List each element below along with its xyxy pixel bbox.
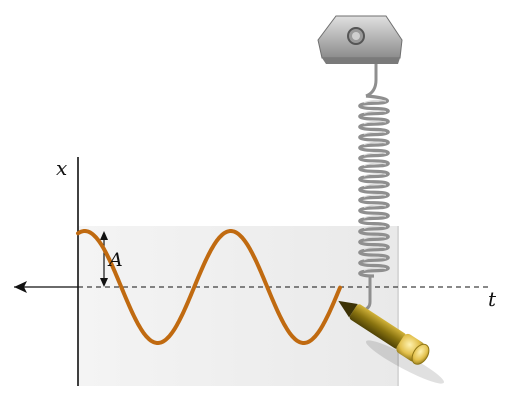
pen-cap-icon [411,343,430,365]
vertical-axis-label: x [56,156,67,180]
amplitude-label: A [107,249,123,271]
pen-shadow [366,340,444,384]
paper-edge [397,226,399,386]
amplitude-arrow-top-icon [100,231,108,240]
time-axis-label: t [488,287,497,311]
spring-clamp [317,15,403,64]
sine-trace [76,229,342,345]
pen [338,300,430,365]
time-axis-arrow-icon [14,281,27,293]
amplitude-arrow-bottom-icon [100,278,108,287]
spring [358,64,390,278]
